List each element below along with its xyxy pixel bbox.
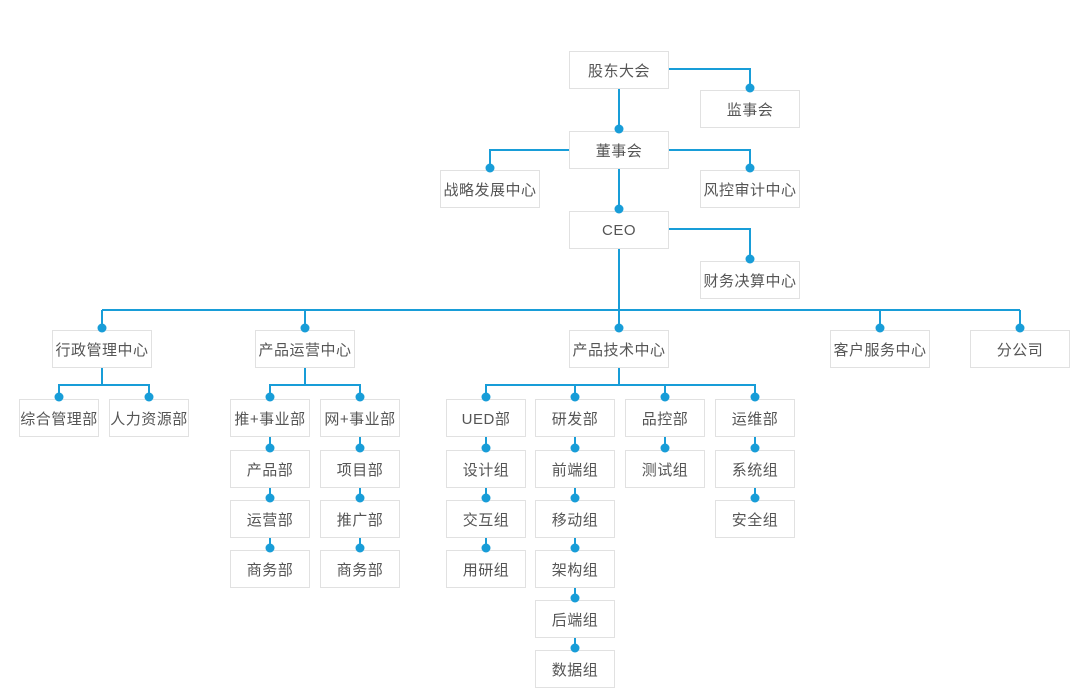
- org-node-branch-company[interactable]: 分公司: [970, 330, 1070, 368]
- org-node-product-dept[interactable]: 产品部: [230, 450, 310, 488]
- org-node-board-of-directors[interactable]: 董事会: [569, 131, 669, 169]
- org-node-strategy-center[interactable]: 战略发展中心: [440, 170, 540, 208]
- org-node-security-group[interactable]: 安全组: [715, 500, 795, 538]
- org-node-data-group[interactable]: 数据组: [535, 650, 615, 688]
- org-node-architecture-group[interactable]: 架构组: [535, 550, 615, 588]
- org-node-qc-dept[interactable]: 品控部: [625, 399, 705, 437]
- org-node-biz-dept-tui[interactable]: 商务部: [230, 550, 310, 588]
- org-node-design-group[interactable]: 设计组: [446, 450, 526, 488]
- org-node-test-group[interactable]: 测试组: [625, 450, 705, 488]
- org-node-risk-audit-center[interactable]: 风控审计中心: [700, 170, 800, 208]
- org-node-mobile-group[interactable]: 移动组: [535, 500, 615, 538]
- org-node-ceo[interactable]: CEO: [569, 211, 669, 249]
- org-node-rd-dept[interactable]: 研发部: [535, 399, 615, 437]
- org-node-admin-center[interactable]: 行政管理中心: [52, 330, 152, 368]
- org-node-om-dept[interactable]: 运维部: [715, 399, 795, 437]
- org-node-product-tech-center[interactable]: 产品技术中心: [569, 330, 669, 368]
- org-node-hr-dept[interactable]: 人力资源部: [109, 399, 189, 437]
- org-node-backend-group[interactable]: 后端组: [535, 600, 615, 638]
- org-node-general-admin-dept[interactable]: 综合管理部: [19, 399, 99, 437]
- org-node-promotion-dept[interactable]: 推广部: [320, 500, 400, 538]
- org-node-wang-division[interactable]: 网+事业部: [320, 399, 400, 437]
- org-node-product-ops-center[interactable]: 产品运营中心: [255, 330, 355, 368]
- org-node-frontend-group[interactable]: 前端组: [535, 450, 615, 488]
- org-node-customer-service[interactable]: 客户服务中心: [830, 330, 930, 368]
- org-node-operations-dept[interactable]: 运营部: [230, 500, 310, 538]
- org-node-project-dept[interactable]: 项目部: [320, 450, 400, 488]
- org-node-system-group[interactable]: 系统组: [715, 450, 795, 488]
- org-node-user-research-group[interactable]: 用研组: [446, 550, 526, 588]
- org-node-finance-center[interactable]: 财务决算中心: [700, 261, 800, 299]
- org-node-tui-division[interactable]: 推+事业部: [230, 399, 310, 437]
- org-node-shareholders[interactable]: 股东大会: [569, 51, 669, 89]
- org-node-supervisory-board[interactable]: 监事会: [700, 90, 800, 128]
- org-node-biz-dept-wang[interactable]: 商务部: [320, 550, 400, 588]
- org-node-interaction-group[interactable]: 交互组: [446, 500, 526, 538]
- org-node-ued-dept[interactable]: UED部: [446, 399, 526, 437]
